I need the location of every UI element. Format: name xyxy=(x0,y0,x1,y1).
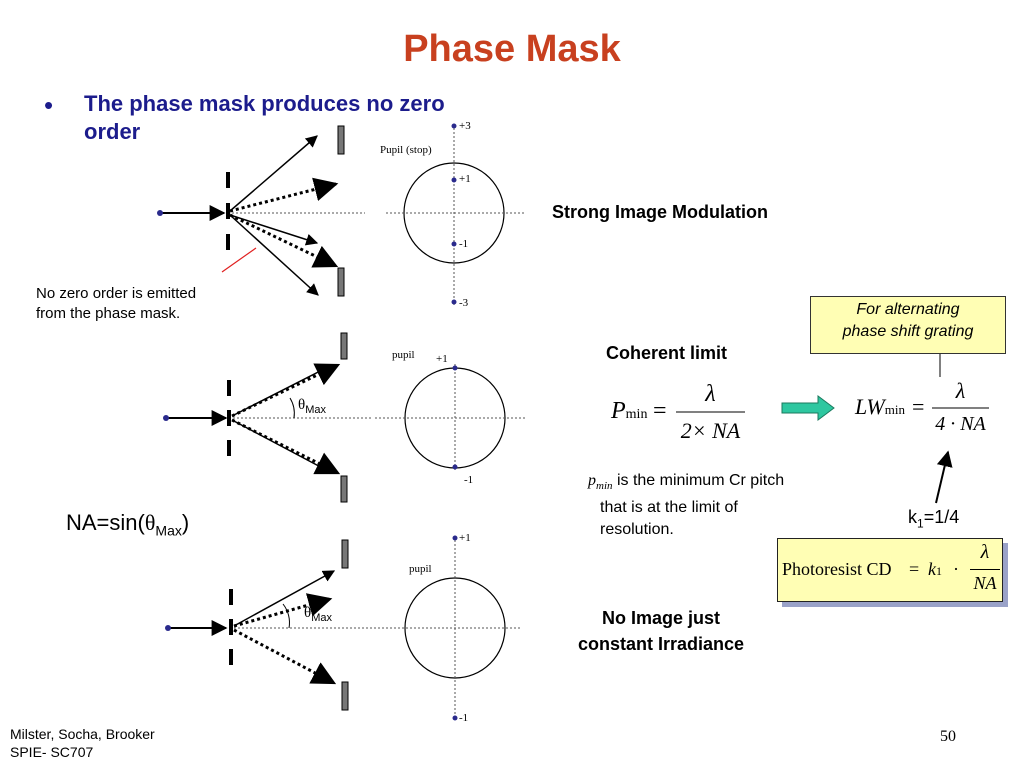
middle-diagram xyxy=(163,332,527,503)
coherent-limit-label: Coherent limit xyxy=(606,343,728,363)
bottom-diagram xyxy=(165,535,520,721)
top-diagram xyxy=(157,123,524,305)
order-plus-1-label-bottom: +1 xyxy=(459,532,471,544)
pmin-lhs: Pmin xyxy=(611,398,648,424)
order-minus-1-label-middle: -1 xyxy=(464,474,474,486)
photoresist-cd-fraction-bar xyxy=(970,569,1000,570)
bullet-text: The phase mask produces no zero order xyxy=(84,91,445,144)
photoresist-cd-dot: · xyxy=(953,559,959,579)
lw-equals: = xyxy=(912,394,925,419)
photoresist-cd-equals: = xyxy=(909,559,920,579)
no-image-label: No Image just constant Irradiance xyxy=(577,608,745,654)
photoresist-cd-lhs: Photoresist CD xyxy=(782,559,892,579)
strong-modulation-label: Strong Image Modulation xyxy=(552,202,768,222)
bullet-marker: • xyxy=(44,90,54,120)
pupil-label-middle: pupil xyxy=(392,349,415,361)
page-number: 50 xyxy=(940,728,956,745)
slide-title: Phase Mask xyxy=(403,28,621,70)
pmin-denominator: 2× NA xyxy=(680,418,741,443)
implies-arrow xyxy=(781,395,835,421)
k1-value-label: k1=1/4 xyxy=(908,507,960,531)
order-plus-1-label: +1 xyxy=(459,173,471,185)
theta-max-label-bottom: θMax xyxy=(304,605,332,624)
theta-max-label-middle: θMax xyxy=(298,397,326,416)
footer-credit: Milster, Socha, Brooker SPIE- SC707 xyxy=(10,726,155,760)
pupil-label-bottom: pupil xyxy=(409,563,432,575)
order-minus-3-label: -3 xyxy=(459,297,469,309)
photoresist-cd-k1: k1 xyxy=(928,559,942,579)
order-plus-3-label: +3 xyxy=(459,120,471,132)
pupil-stop-label: Pupil (stop) xyxy=(380,144,432,156)
pmin-numerator: λ xyxy=(705,381,716,407)
order-plus-1-label-middle: +1 xyxy=(436,353,448,365)
lw-denominator: 4 · NA xyxy=(935,413,986,435)
photoresist-cd-box: Photoresist CD = k1 · λ NA xyxy=(777,538,1003,602)
lw-numerator: λ xyxy=(955,378,966,403)
order-minus-1-label-bottom: -1 xyxy=(459,712,469,724)
photoresist-cd-numerator: λ xyxy=(980,541,990,563)
photoresist-cd-denominator: NA xyxy=(973,573,997,593)
pmin-equals: = xyxy=(653,398,667,424)
order-minus-1-label: -1 xyxy=(459,238,469,250)
no-zero-order-note: No zero order is emitted from the phase … xyxy=(36,285,197,322)
alternating-psm-note: For alternating phase shift grating xyxy=(810,296,1006,354)
na-definition: NA=sin(θMax) xyxy=(66,510,190,539)
pmin-description: pmin is the minimum Cr pitch that is at … xyxy=(588,472,785,539)
lw-lhs: LWmin xyxy=(855,394,905,419)
